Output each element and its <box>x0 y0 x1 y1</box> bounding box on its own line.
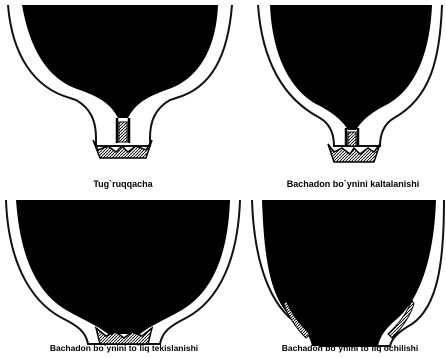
uterine-cavity <box>270 5 432 130</box>
cervical-plug <box>119 122 127 142</box>
panel-caption: Bachadon bo`ynini kaltalanishi <box>287 179 420 189</box>
cervical-plug <box>348 132 356 146</box>
uterine-cavity <box>16 200 230 334</box>
panel-caption: Tug`ruqqacha <box>93 179 153 189</box>
panel-cervical-effacement: Bachadon bo`ynini to`liq tekislanishi <box>6 200 240 353</box>
panel-caption: Bachadon bo`ynini to`liq tekislanishi <box>50 343 198 353</box>
vaginal-fornix <box>93 140 152 158</box>
panel-caption: Bachadon bo`ynini to`liq ochilishi <box>282 343 418 353</box>
panel-full-dilation: Bachadon bo`ynini to`liq ochilishi <box>252 200 444 353</box>
uterine-cavity <box>22 5 218 118</box>
panel-before-labor: Tug`ruqqacha <box>8 5 232 189</box>
panel-cervical-shortening: Bachadon bo`ynini kaltalanishi <box>258 5 442 189</box>
